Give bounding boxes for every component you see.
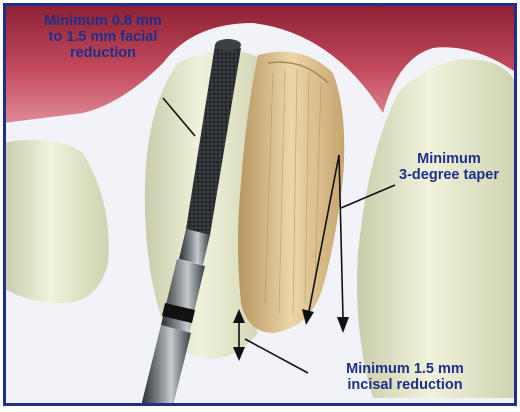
facial-reduction-line2: to 1.5 mm facial [37, 29, 169, 45]
facial-reduction-line3: reduction [37, 45, 169, 61]
bur-tip [215, 39, 241, 51]
dental-illustration [3, 3, 517, 406]
incisal-reduction-line2: incisal reduction [339, 377, 471, 393]
incisal-reduction-line1: Minimum 1.5 mm [339, 361, 471, 377]
diagram-stage: Minimum 0.8 mm to 1.5 mm facial reductio… [3, 3, 517, 406]
facial-reduction-label: Minimum 0.8 mm to 1.5 mm facial reductio… [37, 13, 169, 61]
taper-label: Minimum 3-degree taper [389, 151, 509, 183]
incisal-reduction-label: Minimum 1.5 mm incisal reduction [339, 361, 471, 393]
taper-line2: 3-degree taper [389, 167, 509, 183]
taper-line1: Minimum [389, 151, 509, 167]
facial-reduction-line1: Minimum 0.8 mm [37, 13, 169, 29]
